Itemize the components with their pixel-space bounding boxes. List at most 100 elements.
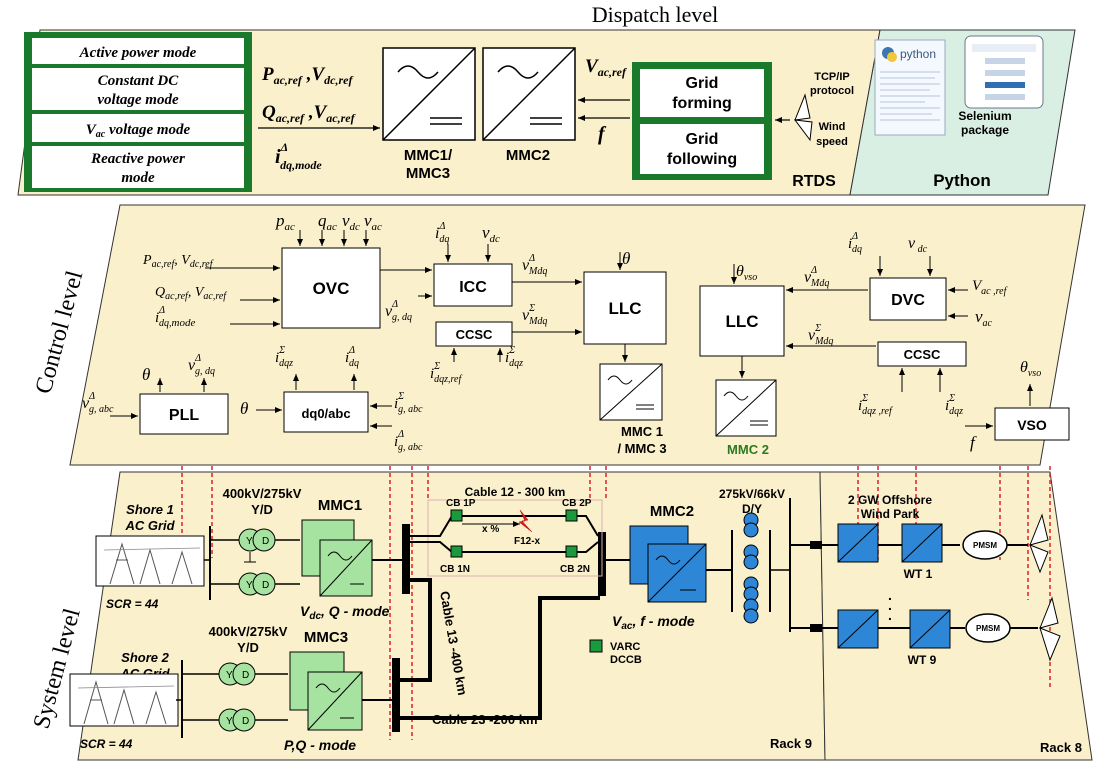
cb2n (566, 546, 577, 557)
mode-reactive-power: Reactive power mode (32, 146, 244, 188)
python-screenshot: python (875, 40, 945, 135)
pll-label: PLL (169, 407, 199, 424)
cable12-label: Cable 12 - 300 km (465, 485, 566, 499)
svg-text:Y: Y (246, 580, 253, 591)
mmc2-converter-icon (483, 48, 575, 140)
svg-text:D: D (262, 580, 269, 591)
mmc13-control-label: MMC 1 (621, 424, 663, 439)
svg-text:VARC: VARC (610, 641, 640, 653)
wind-label: 2 GW Offshore (848, 493, 932, 507)
svg-text:D: D (242, 716, 249, 727)
dc-bus-mmc1 (402, 524, 410, 594)
svg-text:voltage mode: voltage mode (97, 92, 179, 108)
mode-vac-voltage: Vac voltage mode (32, 114, 244, 142)
mmc3-label: MMC3 (304, 629, 348, 646)
grid-following: Grid (686, 131, 719, 148)
mmc2-control-icon (716, 380, 776, 436)
icc-label: ICC (459, 279, 487, 296)
svg-text:following: following (667, 151, 737, 168)
svg-text:θ: θ (142, 365, 150, 384)
mode-constant-dc: Constant DC voltage mode (32, 68, 244, 110)
dvc-label: DVC (891, 292, 925, 309)
svg-text:Y: Y (226, 716, 233, 727)
control-title: Control level (31, 268, 89, 397)
dc-bus-mmc3 (392, 658, 400, 732)
svg-text:Reactive power: Reactive power (90, 151, 185, 167)
svg-text:F12-x: F12-x (514, 536, 541, 547)
svg-text:PMSM: PMSM (973, 541, 997, 550)
svg-text:Y: Y (226, 670, 233, 681)
browser-screenshot (965, 36, 1043, 108)
rack9-label: Rack 9 (770, 736, 812, 751)
ovc-label: OVC (313, 279, 350, 298)
svg-text:python: python (900, 47, 936, 61)
svg-text:forming: forming (672, 95, 732, 112)
svg-text:PMSM: PMSM (976, 624, 1000, 633)
grid-forming: Grid (686, 75, 719, 92)
llc-label-1: LLC (608, 299, 641, 318)
svg-text:x %: x % (482, 524, 499, 535)
scr1: SCR = 44 (106, 597, 159, 611)
mmc2-label: MMC2 (650, 503, 694, 520)
shore2-grid-icon (70, 674, 178, 726)
mmc13-control-icon (600, 364, 662, 420)
wind-label: Wind (819, 121, 846, 133)
svg-text:θ: θ (240, 399, 248, 418)
dq0-abc-label: dq0/abc (301, 406, 350, 421)
shore1-grid-icon (96, 536, 204, 586)
tr2-label: 400kV/275kV (209, 624, 288, 639)
python-label: Python (933, 171, 991, 190)
ccsc-label-1: CCSC (456, 327, 493, 342)
svg-text:mode: mode (121, 170, 155, 186)
varc-icon (590, 640, 602, 652)
svg-text:Active power mode: Active power mode (79, 45, 197, 61)
llc-label-2: LLC (725, 312, 758, 331)
cb1p (451, 510, 462, 521)
mmc13-label: MMC1/ (404, 147, 453, 164)
svg-text:D: D (242, 670, 249, 681)
protocol-label: protocol (810, 85, 854, 97)
wind-label-b: Wind Park (861, 507, 920, 521)
scr2: SCR = 44 (80, 737, 133, 751)
cb2p (566, 510, 577, 521)
tr3-label: 275kV/66kV (719, 487, 785, 501)
cable23-label: Cable 23 -200 km (432, 712, 538, 727)
svg-text:CB 2N: CB 2N (560, 564, 590, 575)
tr2-label-b: Y/D (237, 640, 259, 655)
ccsc-label-2: CCSC (904, 347, 941, 362)
wt1-label: WT 1 (904, 567, 933, 581)
tr1-label-b: Y/D (251, 502, 273, 517)
shore1-label: Shore 1 (126, 502, 174, 517)
vso-label: VSO (1017, 417, 1047, 433)
mmc2-dispatch-label: MMC2 (506, 147, 550, 164)
mmc13-converter-icon (383, 48, 475, 140)
dispatch-title: Dispatch level (592, 2, 718, 27)
mmc2-control-label: MMC 2 (727, 442, 769, 457)
mmc13-label-b: MMC3 (406, 165, 450, 182)
svg-text:CB 1N: CB 1N (440, 564, 470, 575)
svg-text:CB 1P: CB 1P (446, 498, 476, 509)
mode-active-power: Active power mode (32, 38, 244, 64)
mmc3-mode: P,Q - mode (284, 737, 356, 753)
svg-text:θ: θ (622, 249, 630, 268)
svg-text:Constant DC: Constant DC (98, 73, 179, 89)
shore1-label-b: AC Grid (124, 518, 175, 533)
package-label: package (961, 123, 1009, 137)
cb1n (451, 546, 462, 557)
shore2-label: Shore 2 (121, 650, 169, 665)
svg-text:CB 2P: CB 2P (562, 498, 592, 509)
svg-text:D: D (262, 536, 269, 547)
tcp-label: TCP/IP (814, 71, 849, 83)
mmc13-control-label-b: / MMC 3 (617, 441, 666, 456)
svg-text:DCCB: DCCB (610, 654, 642, 666)
mmc1-label: MMC1 (318, 497, 362, 514)
speed-label: speed (816, 136, 848, 148)
svg-text:Y: Y (246, 536, 253, 547)
tr1-label: 400kV/275kV (223, 486, 302, 501)
rack8-label: Rack 8 (1040, 740, 1082, 755)
rtds-label: RTDS (792, 173, 836, 190)
selenium-label: Selenium (958, 109, 1011, 123)
wt9-label: WT 9 (908, 653, 937, 667)
svg-text:.: . (888, 607, 892, 623)
